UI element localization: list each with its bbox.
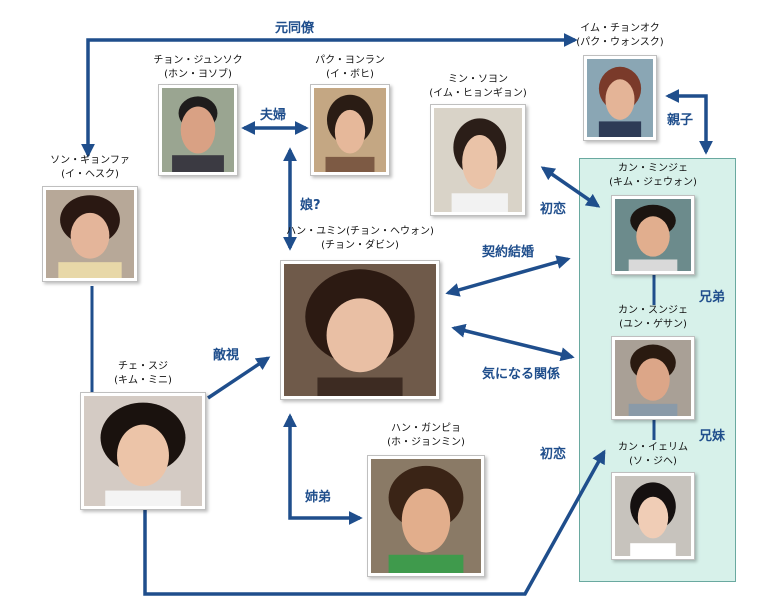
person-choi: チェ・スジ (キム・ミニ)	[80, 361, 206, 510]
person-irum-actor: (ソ・ジヘ)	[629, 456, 677, 467]
portrait-han	[280, 260, 440, 400]
person-son-name: ソン・ギョンファ	[50, 155, 130, 166]
label-daughter: 娘?	[300, 198, 321, 213]
person-sungjae-name: カン・スンジェ	[618, 305, 688, 316]
label-first-love-bottom: 初恋	[540, 447, 567, 462]
label-colleague: 元同僚	[275, 21, 315, 36]
person-ganpyo-name: ハン・ガンピョ	[391, 423, 461, 434]
label-interested: 気になる関係	[482, 367, 561, 382]
portrait-irum	[611, 472, 695, 560]
arrow-contract-marriage	[445, 255, 571, 297]
arrow-first-love-bottom	[143, 449, 606, 596]
portrait-min	[430, 104, 526, 216]
label-rivalry: 敵視	[213, 348, 240, 363]
person-sungjae: カン・スンジェ (ユン・ゲサン)	[611, 305, 695, 420]
person-irum-name: カン・イェリム	[618, 442, 688, 453]
portrait-ganpyo	[367, 455, 485, 577]
arrow-rivalry	[207, 356, 271, 400]
portrait-sungjae	[611, 336, 695, 420]
person-lim-name: イム・チョンオク	[580, 23, 660, 34]
person-han: ハン・ユミン(チョン・ヘウォン) (チョン・ダビン)	[280, 226, 440, 400]
person-irum: カン・イェリム (ソ・ジヘ)	[611, 442, 695, 560]
person-han-name: ハン・ユミン(チョン・ヘウォン)	[286, 226, 434, 237]
portrait-son	[42, 186, 138, 282]
person-minjae-name: カン・ミンジェ	[618, 163, 688, 174]
person-sungjae-actor: (ユン・ゲサン)	[619, 319, 687, 330]
portrait-minjae	[611, 195, 695, 275]
label-contract-marriage: 契約結婚	[482, 245, 535, 260]
portrait-lim	[583, 55, 657, 141]
portrait-park	[310, 84, 390, 176]
arrow-first-love-top	[540, 166, 601, 208]
label-couple: 夫婦	[260, 108, 287, 123]
person-ganpyo-actor: (ホ・ジョンミン)	[387, 437, 465, 448]
label-siblings: 兄妹	[699, 429, 726, 444]
person-han-actor: (チョン・ダビン)	[321, 240, 399, 251]
person-son-actor: (イ・ヘスク)	[61, 169, 119, 180]
person-choi-name: チェ・スジ	[118, 361, 168, 372]
person-lim: イム・チョンオク (パク・ウォンスク)	[576, 23, 664, 141]
person-min-actor: (イム・ヒョンギョン)	[429, 88, 527, 99]
person-min-name: ミン・ソヨン	[448, 74, 508, 85]
label-sister-brother: 姉弟	[305, 490, 332, 505]
label-brothers: 兄弟	[699, 290, 726, 305]
person-lim-actor: (パク・ウォンスク)	[576, 37, 664, 48]
portrait-choi	[80, 392, 206, 510]
person-choi-actor: (キム・ミニ)	[114, 375, 172, 386]
person-jeong-actor: (ホン・ヨソブ)	[164, 69, 232, 80]
label-first-love-top: 初恋	[540, 202, 567, 217]
person-park-name: パク・ヨンラン	[315, 55, 385, 66]
arrow-sister-brother	[283, 413, 363, 525]
arrow-parent-child	[665, 89, 713, 155]
arrow-colleague	[81, 33, 578, 158]
person-park: パク・ヨンラン (イ・ボヒ)	[310, 55, 390, 176]
person-son: ソン・ギョンファ (イ・ヘスク)	[42, 155, 138, 282]
label-parent-child: 親子	[667, 113, 694, 128]
person-min: ミン・ソヨン (イム・ヒョンギョン)	[429, 74, 527, 216]
arrow-interested	[451, 323, 575, 362]
person-minjae: カン・ミンジェ (キム・ジェウォン)	[609, 163, 697, 275]
person-minjae-actor: (キム・ジェウォン)	[609, 177, 697, 188]
person-ganpyo: ハン・ガンピョ (ホ・ジョンミン)	[367, 423, 485, 577]
person-jeong-name: チョン・ジュンソク	[153, 55, 243, 66]
